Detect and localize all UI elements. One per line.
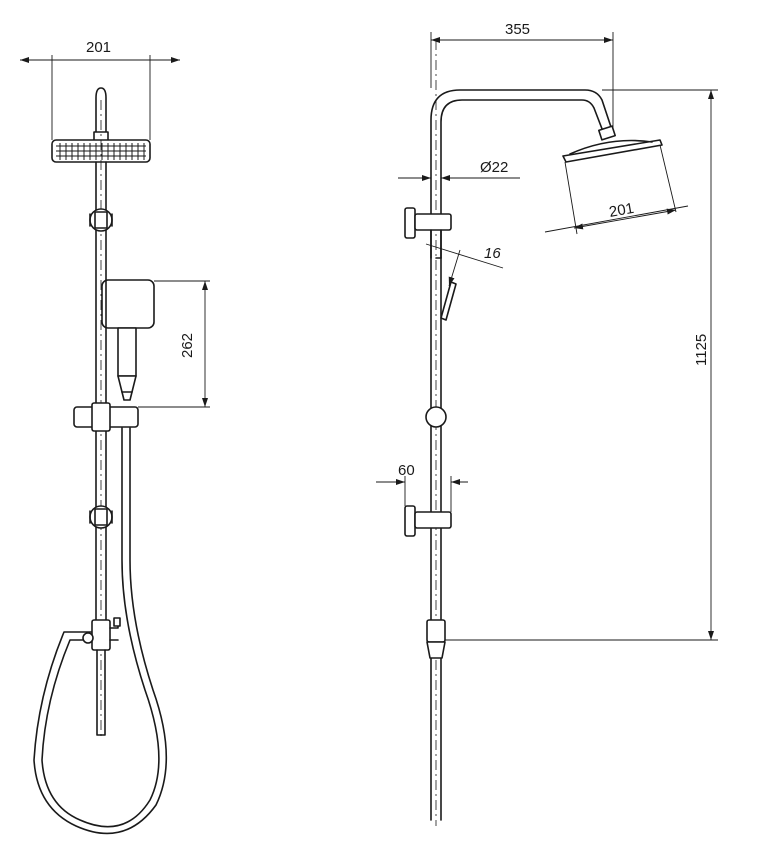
label-hand-shower-angle: 16 (484, 245, 501, 262)
front-view (33, 87, 168, 835)
side-view (404, 40, 663, 826)
front-hand-shower (101, 279, 155, 401)
dim-head-diameter: 201 (544, 144, 689, 235)
dim-arm-reach: 355 (430, 21, 614, 128)
wall-bracket-lower (89, 505, 113, 529)
side-holder-upper (404, 207, 452, 259)
front-slider (73, 402, 139, 432)
label-hand-shower-length: 262 (179, 333, 196, 358)
label-head-diameter: 201 (608, 200, 636, 221)
dim-hand-shower-length: 262 (138, 280, 210, 408)
label-pipe-diameter: Ø22 (480, 159, 508, 176)
side-hand-shower (435, 257, 457, 321)
front-diverter (82, 617, 121, 651)
label-left-head-width: 201 (86, 39, 111, 56)
dim-column-height: 1125 (445, 89, 718, 641)
dim-holder-depth: 60 (376, 462, 468, 512)
side-shower-head (562, 125, 663, 163)
dim-left-head-width: 201 (20, 39, 180, 140)
dim-hand-shower-angle: 16 (425, 243, 504, 287)
wall-bracket-upper (89, 208, 113, 232)
side-bottom-fitting (426, 619, 446, 659)
dim-pipe-diameter: Ø22 (398, 159, 520, 181)
label-column-height: 1125 (693, 334, 710, 366)
side-holder-lower (404, 505, 452, 537)
label-holder-depth: 60 (398, 462, 415, 479)
side-slider-knob (425, 406, 447, 428)
label-arm-reach: 355 (505, 21, 530, 38)
